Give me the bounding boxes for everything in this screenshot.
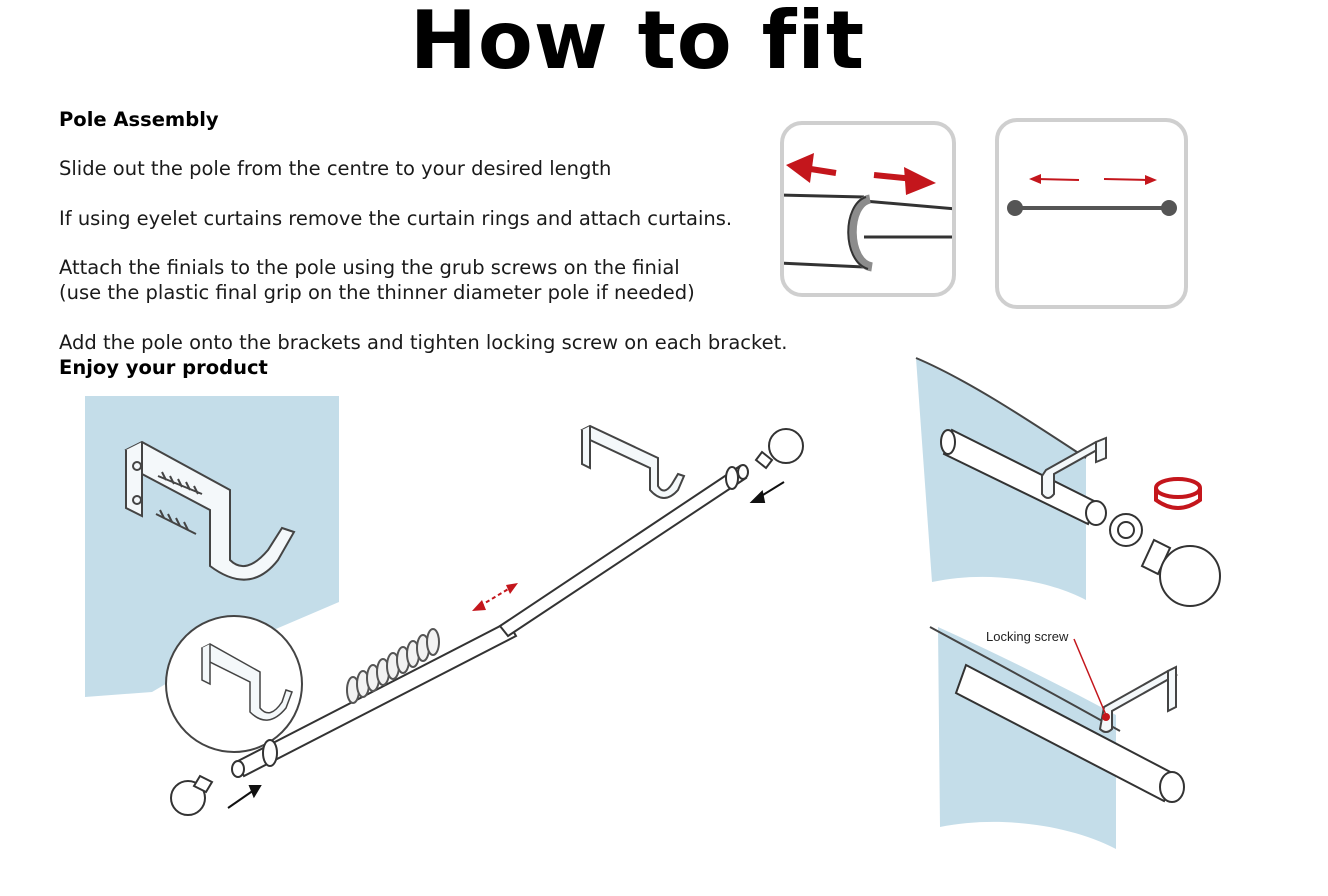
instruction-step-4: Add the pole onto the brackets and tight… (59, 331, 788, 354)
instruction-step-2: If using eyelet curtains remove the curt… (59, 207, 733, 230)
extend-pole-panel (780, 121, 956, 297)
pole-slide-icon (1007, 174, 1177, 216)
finial-right (754, 428, 804, 470)
instruction-step-3-line-2: (use the plastic final grip on the thinn… (59, 281, 695, 304)
instruction-step-3-line-1: Attach the finials to the pole using the… (59, 256, 680, 279)
instruction-step-1: Slide out the pole from the centre to yo… (59, 157, 612, 180)
curtain-rings (346, 628, 440, 704)
finial-left (170, 774, 214, 816)
locking-screw-label: Locking screw (986, 629, 1069, 644)
slim-pole-panel (995, 118, 1188, 309)
closing-text: Enjoy your product (59, 356, 268, 379)
pole-extend-icon (784, 153, 952, 272)
section-heading: Pole Assembly (59, 108, 219, 131)
pole-assembly-illustration (85, 396, 804, 816)
bracket-closeup (124, 440, 296, 581)
page-title: How to fit (409, 0, 866, 87)
bracket-far (580, 424, 686, 499)
finial-attachment-illustration (915, 357, 1221, 607)
locking-screw-illustration: Locking screw (929, 626, 1185, 849)
